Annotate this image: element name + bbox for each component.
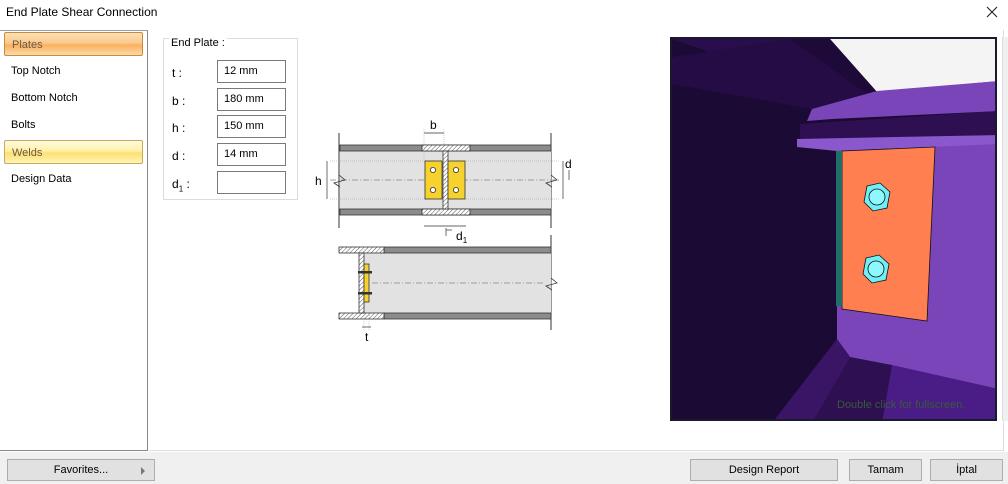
fullscreen-hint: Double click for fullscreen.: [837, 399, 966, 411]
cancel-button[interactable]: İptal: [930, 459, 1003, 481]
design-report-button[interactable]: Design Report: [690, 459, 838, 481]
vertical-scrollbar[interactable]: [1002, 37, 1008, 421]
h-input[interactable]: 150 mm: [217, 115, 286, 138]
t-input[interactable]: 12 mm: [217, 60, 286, 83]
close-button[interactable]: [980, 2, 1004, 22]
end-plate-group-label: End Plate :: [169, 37, 227, 49]
dim-label-d1: d1: [456, 229, 468, 245]
field-label-t: t :: [172, 66, 183, 80]
b-input[interactable]: 180 mm: [217, 88, 286, 111]
dim-label-b: b: [430, 118, 437, 132]
field-label-b: b :: [172, 94, 186, 108]
sidebar: [0, 30, 148, 451]
end-plate-side: [363, 263, 370, 303]
title-bar: End Plate Shear Connection: [0, 0, 1008, 26]
end-plate-left: [424, 160, 443, 200]
sidebar-item-top-notch[interactable]: Top Notch: [11, 65, 61, 77]
bolt-top: [863, 182, 891, 212]
weld-3d: [836, 151, 842, 306]
field-label-d1: d1 :: [172, 177, 190, 193]
3d-model-render: [672, 39, 995, 419]
dim-label-d: d: [565, 157, 572, 171]
field-label-d1-main: d: [172, 177, 179, 191]
d1-input[interactable]: [217, 171, 286, 194]
top-view: b h d d1: [315, 118, 572, 245]
sidebar-item-bottom-notch[interactable]: Bottom Notch: [11, 92, 78, 104]
sidebar-item-welds[interactable]: Welds: [4, 140, 143, 164]
ok-button[interactable]: Tamam: [849, 459, 922, 481]
3d-viewport[interactable]: Double click for fullscreen.: [670, 37, 997, 421]
end-plate-3d: [841, 146, 936, 322]
dim-label-h: h: [315, 174, 322, 188]
close-icon: [986, 6, 998, 18]
field-label-d1-sub: 1: [178, 184, 184, 194]
submenu-arrow-icon: [141, 467, 145, 475]
d-input[interactable]: 14 mm: [217, 143, 286, 166]
window-title: End Plate Shear Connection: [6, 5, 158, 19]
field-label-d: d :: [172, 149, 186, 163]
field-label-h: h :: [172, 121, 186, 135]
dim-label-t: t: [365, 330, 369, 344]
sidebar-item-design-data[interactable]: Design Data: [11, 173, 72, 185]
favorites-button[interactable]: Favorites...: [7, 459, 155, 481]
field-label-d1-suffix: :: [183, 177, 190, 191]
sidebar-item-plates[interactable]: Plates: [4, 32, 143, 56]
end-plate-right: [447, 160, 466, 200]
favorites-label: Favorites...: [53, 464, 109, 476]
sidebar-item-bolts[interactable]: Bolts: [11, 119, 36, 131]
connection-diagram: b h d d1 t: [315, 118, 572, 344]
bolt-bottom: [862, 254, 890, 284]
footer-bar: [0, 452, 1008, 484]
side-view: t: [338, 235, 558, 344]
